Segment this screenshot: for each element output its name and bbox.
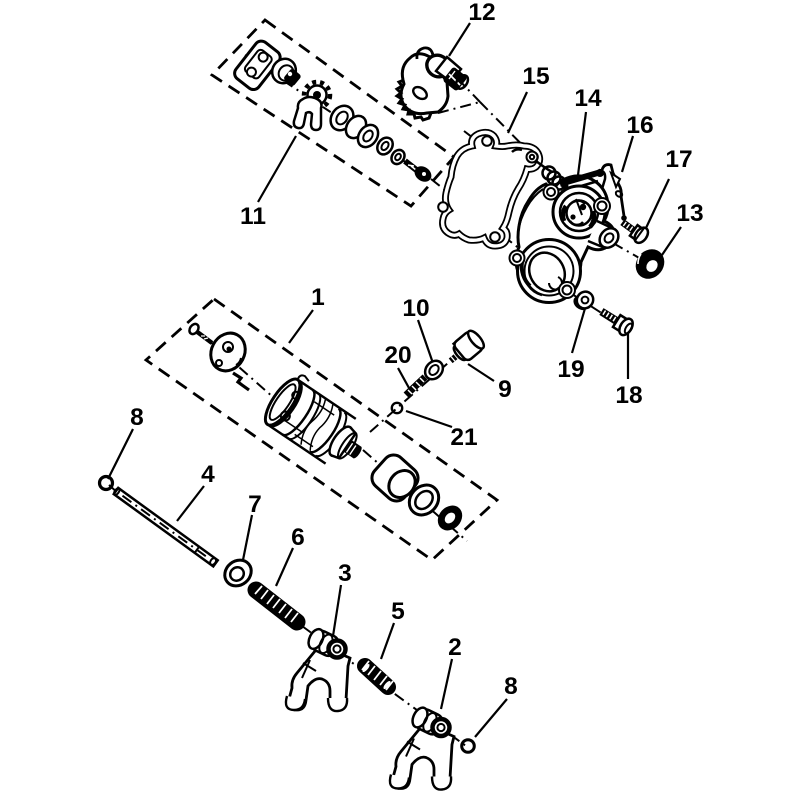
svg-text:2: 2 <box>448 634 462 661</box>
svg-text:21: 21 <box>450 424 477 451</box>
svg-text:14: 14 <box>574 85 602 112</box>
svg-text:16: 16 <box>626 112 653 139</box>
svg-text:6: 6 <box>291 524 305 551</box>
svg-text:8: 8 <box>504 673 518 700</box>
svg-text:15: 15 <box>522 63 549 90</box>
svg-text:4: 4 <box>201 461 215 488</box>
svg-text:20: 20 <box>384 342 411 369</box>
svg-text:9: 9 <box>498 376 512 403</box>
svg-text:11: 11 <box>240 203 266 230</box>
svg-text:13: 13 <box>676 200 703 227</box>
svg-text:12: 12 <box>468 0 495 26</box>
svg-text:1: 1 <box>311 284 325 311</box>
svg-text:7: 7 <box>248 491 262 518</box>
svg-text:5: 5 <box>391 598 405 625</box>
svg-text:18: 18 <box>615 382 642 409</box>
svg-text:17: 17 <box>665 146 692 173</box>
svg-text:3: 3 <box>338 560 352 587</box>
svg-text:10: 10 <box>402 295 429 322</box>
svg-text:8: 8 <box>130 404 144 431</box>
svg-text:19: 19 <box>557 356 584 383</box>
